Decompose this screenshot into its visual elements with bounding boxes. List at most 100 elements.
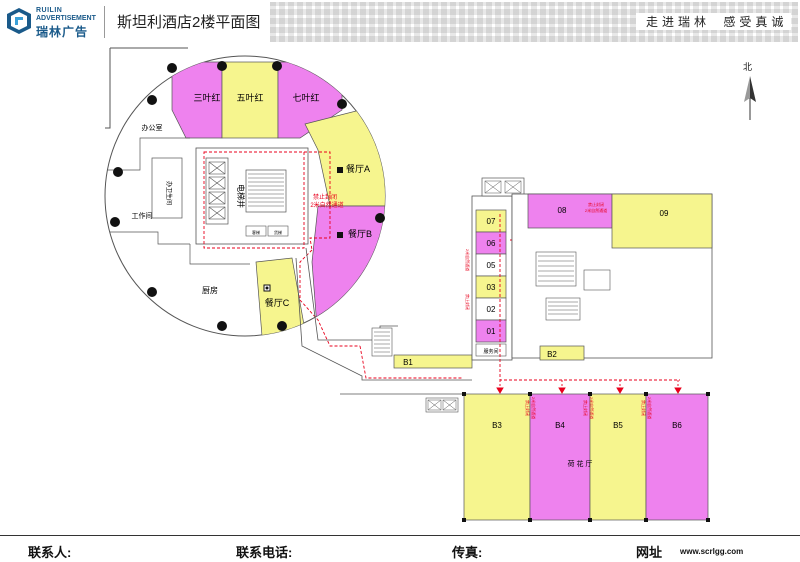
compass-label: 北 bbox=[743, 62, 753, 72]
stairs-icon bbox=[248, 173, 284, 207]
stair-right-2-icon bbox=[548, 301, 578, 315]
small-box-left bbox=[245, 225, 267, 237]
hall-columns bbox=[462, 392, 710, 522]
label-unit-b2: B2 bbox=[547, 350, 557, 359]
page-title: 斯坦利酒店2楼平面图 bbox=[117, 14, 261, 31]
room-sanyehong bbox=[171, 61, 223, 139]
elevator-annex bbox=[481, 177, 525, 197]
label-unit-b5: B5 bbox=[613, 421, 623, 430]
square-marker-a bbox=[337, 167, 343, 173]
stair-right-2 bbox=[545, 297, 581, 321]
stair-right-icon bbox=[538, 255, 574, 282]
stairwell bbox=[245, 169, 287, 213]
unit-b5 bbox=[589, 393, 647, 521]
unit-b1 bbox=[393, 354, 473, 369]
unit-09 bbox=[611, 193, 713, 249]
el-right-label: 货梯 bbox=[274, 229, 282, 235]
unit-08 bbox=[527, 193, 613, 229]
sign-small-2: 禁止封闭 bbox=[465, 294, 471, 310]
corridor-wall-bottom bbox=[295, 257, 472, 381]
sign-b6-2: 2米自然通道 bbox=[647, 397, 653, 419]
label-qiyehong: 七叶红 bbox=[292, 92, 319, 103]
wall-kitchen bbox=[189, 244, 250, 265]
room-restroom bbox=[151, 157, 183, 219]
header-bar: RUILIN ADVERTISEMENT 瑞林广告 斯坦利酒店2楼平面图 走进瑞… bbox=[0, 0, 800, 44]
building-outline bbox=[105, 48, 111, 129]
label-office: 办公室 bbox=[142, 123, 163, 132]
sign-08-2: 2米自然通道 bbox=[585, 207, 607, 213]
elevator-lower bbox=[425, 397, 459, 413]
el-left-label: 客梯 bbox=[252, 229, 260, 235]
small-box-right bbox=[267, 225, 289, 237]
unit-b3 bbox=[463, 393, 531, 521]
label-elevator-shaft: 电梯井 bbox=[236, 184, 246, 208]
slogan: 走进瑞林 感受真诚 bbox=[636, 13, 792, 30]
elevator-icon bbox=[208, 161, 226, 220]
slogan-right: 感受真诚 bbox=[723, 15, 788, 29]
sign-a-line1: 禁止封闭 bbox=[313, 193, 337, 201]
square-marker-b bbox=[337, 232, 343, 238]
unit-b6 bbox=[645, 393, 709, 521]
sign-b5-2: 2米自然通道 bbox=[589, 397, 595, 419]
label-service: 服务间 bbox=[483, 348, 498, 355]
unit-b2 bbox=[539, 345, 585, 361]
stair-small bbox=[371, 327, 393, 357]
label-unit-03: 03 bbox=[487, 283, 496, 292]
hall-route-arrows bbox=[496, 380, 682, 394]
label-unit-05: 05 bbox=[487, 261, 496, 270]
logo-text-en-1: RUILIN bbox=[36, 7, 63, 14]
north-arrow-icon bbox=[744, 76, 756, 120]
shaft-right bbox=[583, 269, 611, 291]
contact-person-label: 联系人: bbox=[28, 545, 72, 560]
sign-b6-1: 禁止封闭 bbox=[641, 400, 647, 416]
label-restaurant-a: 餐厅A bbox=[346, 163, 370, 174]
label-kitchen: 厨房 bbox=[202, 285, 218, 295]
logo-text-cn: 瑞林广告 bbox=[36, 25, 89, 39]
room-restaurant-c bbox=[255, 257, 307, 336]
label-unit-06: 06 bbox=[487, 239, 496, 248]
label-unit-09: 09 bbox=[660, 209, 669, 218]
label-unit-b6: B6 bbox=[672, 421, 682, 430]
sign-small-1: 2米自然通道 bbox=[465, 249, 471, 271]
stair-right bbox=[535, 251, 577, 287]
contact-phone-label: 联系电话: bbox=[236, 545, 293, 560]
label-unit-02: 02 bbox=[487, 305, 496, 314]
label-unit-08: 08 bbox=[558, 206, 567, 215]
stair-small-icon bbox=[374, 331, 390, 353]
header-divider bbox=[104, 6, 105, 38]
elevator-annex-icon bbox=[484, 180, 522, 194]
label-unit-07: 07 bbox=[487, 217, 496, 226]
elevator-lower-icon bbox=[427, 399, 457, 411]
room-wuyehong bbox=[221, 61, 279, 139]
label-restaurant-b: 餐厅B bbox=[348, 228, 372, 239]
label-restaurant-c: 餐厅C bbox=[265, 297, 290, 308]
unit-b4 bbox=[529, 393, 591, 521]
label-unit-01: 01 bbox=[487, 327, 496, 336]
website-label: 网址 bbox=[636, 545, 663, 560]
label-workroom: 工作间 bbox=[132, 211, 153, 220]
unit-01 bbox=[475, 319, 507, 343]
label-hall: 荷 花 厅 bbox=[568, 459, 593, 468]
label-unit-b3: B3 bbox=[492, 421, 502, 430]
label-sanyehong: 三叶红 bbox=[193, 92, 220, 103]
structural-columns bbox=[110, 61, 385, 331]
sign-b4-1: 禁止封闭 bbox=[525, 400, 531, 416]
label-unit-b4: B4 bbox=[555, 421, 565, 430]
sign-b4-2: 2米自然通道 bbox=[531, 397, 537, 419]
website-url[interactable]: www.scrlgg.com bbox=[680, 547, 744, 556]
slogan-left: 走进瑞林 bbox=[646, 15, 711, 29]
route-to-annex bbox=[359, 345, 462, 379]
floor-plan-map: 客梯 货梯 三叶红 五叶红 七叶红 办公室 工作间 办卫生间 电梯井 厨房 餐厅… bbox=[104, 47, 713, 522]
logo-text-en-2: ADVERTISEMENT bbox=[36, 15, 96, 22]
fax-label: 传真: bbox=[452, 545, 483, 560]
sign-a-line2: 2米自然通道 bbox=[310, 201, 343, 209]
wall-workroom bbox=[105, 231, 190, 245]
evacuation-route-core bbox=[203, 151, 360, 347]
ruilin-logo-icon bbox=[7, 8, 31, 34]
dot-marker-c bbox=[265, 286, 269, 290]
elevator-shaft bbox=[205, 157, 229, 225]
room-service bbox=[475, 343, 507, 357]
sign-b5-1: 禁止封闭 bbox=[583, 400, 589, 416]
label-restroom: 办卫生间 bbox=[165, 181, 173, 205]
footer-bar: 联系人: 联系电话: 传真: 网址 www.scrlgg.com bbox=[0, 535, 800, 562]
